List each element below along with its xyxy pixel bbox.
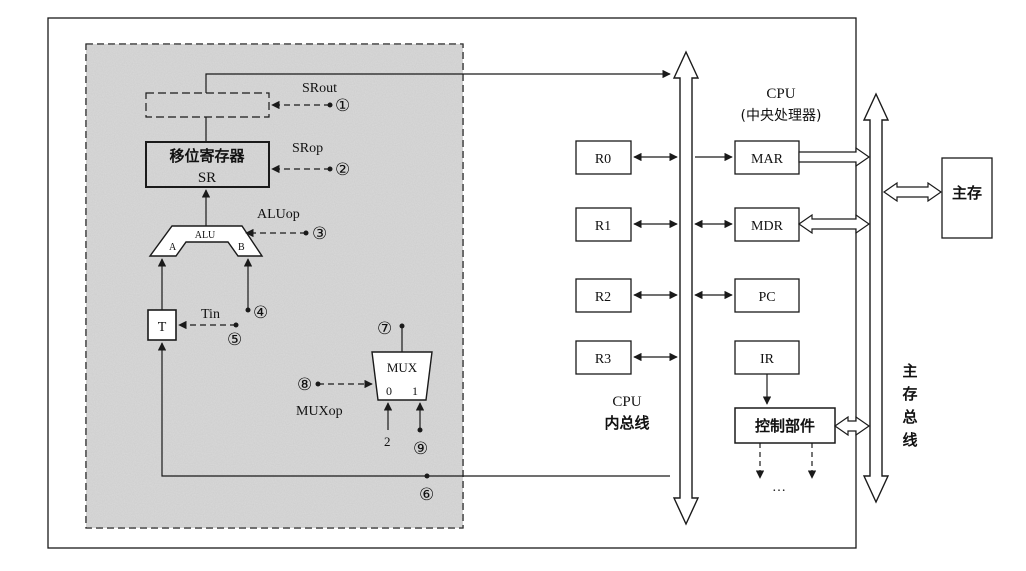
shift-register-label: SR <box>198 170 216 186</box>
alu-unit <box>148 225 264 257</box>
t-register <box>147 309 177 341</box>
register-label: MDR <box>751 219 784 234</box>
register-label: MAR <box>751 152 784 167</box>
signal-srop: SRop <box>292 141 323 156</box>
mux-label: MUX <box>387 360 418 375</box>
marker-2: ② <box>335 160 350 179</box>
mux-input-1: 1 <box>412 384 418 398</box>
register-ir: IR <box>734 340 800 375</box>
main-memory-bus <box>862 92 890 504</box>
main-memory-label: 主存 <box>952 184 982 202</box>
cpu-boundary <box>47 17 857 549</box>
internal-bus-subtitle: 内总线 <box>604 414 649 432</box>
marker-9: ⑨ <box>413 439 428 458</box>
main-bus-char-3: 总 <box>902 408 917 426</box>
mux-unit <box>371 351 433 401</box>
cpu-title: CPU <box>766 86 795 102</box>
signal-muxop: MUXop <box>296 404 343 419</box>
alu-datapath-panel <box>85 43 464 529</box>
alu-label: ALU <box>195 230 216 241</box>
main-bus-char-4: 线 <box>902 431 917 449</box>
main-memory: 主存 <box>941 157 993 239</box>
main-bus-char-2: 存 <box>902 385 917 403</box>
t-register-label: T <box>158 320 167 335</box>
general-register-r2: R2 <box>575 278 632 313</box>
register-label: R1 <box>595 219 611 234</box>
shift-register <box>145 141 270 188</box>
marker-8: ⑧ <box>297 375 312 394</box>
control-ellipsis: … <box>772 480 786 495</box>
main-bus-char-1: 主 <box>902 362 917 380</box>
internal-bus-title: CPU <box>612 394 641 410</box>
signal-srout: SRout <box>302 81 337 96</box>
general-register-r3: R3 <box>575 340 632 375</box>
register-label: R2 <box>595 290 611 305</box>
marker-3: ③ <box>312 224 327 243</box>
register-label: IR <box>760 352 775 367</box>
srout-gate <box>145 92 270 118</box>
register-label: PC <box>758 290 775 305</box>
signal-tin: Tin <box>201 307 220 322</box>
marker-6: ⑥ <box>419 485 434 504</box>
alu-input-a: A <box>169 242 177 253</box>
cpu-internal-bus <box>672 50 700 526</box>
marker-4: ④ <box>253 303 268 322</box>
register-label: R3 <box>595 352 611 367</box>
marker-5: ⑤ <box>227 330 242 349</box>
register-pc: PC <box>734 278 800 313</box>
register-mdr: MDR <box>734 207 800 242</box>
cpu-subtitle: (中央处理器) <box>741 108 822 124</box>
mux-constant: 2 <box>384 434 391 449</box>
register-label: R0 <box>595 152 611 167</box>
signal-aluop: ALUop <box>257 207 300 222</box>
mux-input-0: 0 <box>386 384 392 398</box>
alu-input-b: B <box>238 242 245 253</box>
marker-1: ① <box>335 96 350 115</box>
control-unit-label: 控制部件 <box>755 417 815 435</box>
marker-7: ⑦ <box>377 319 392 338</box>
control-unit: 控制部件 <box>734 407 836 444</box>
register-mar: MAR <box>734 140 800 175</box>
general-register-r1: R1 <box>575 207 632 242</box>
shift-register-name: 移位寄存器 <box>169 147 245 165</box>
general-register-r0: R0 <box>575 140 632 175</box>
